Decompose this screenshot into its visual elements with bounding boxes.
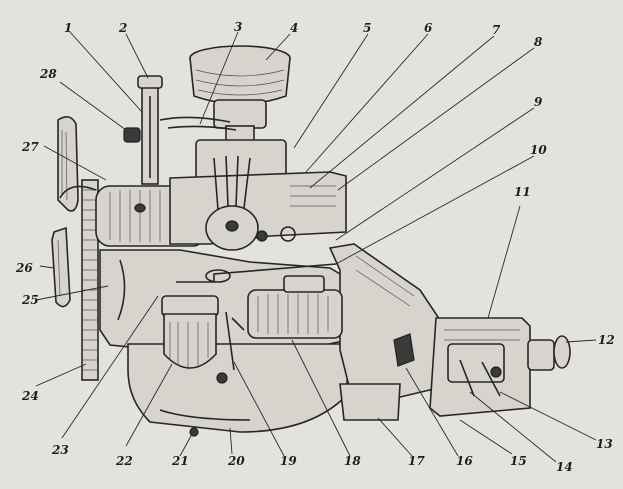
callout-12: 12 bbox=[598, 333, 615, 347]
linkage-rod-icon bbox=[176, 263, 337, 283]
air-cleaner-icon bbox=[189, 45, 291, 143]
callout-22: 22 bbox=[115, 454, 133, 468]
callout-8: 8 bbox=[534, 35, 543, 49]
radiator-core-icon bbox=[81, 179, 99, 381]
callout-25: 25 bbox=[21, 293, 39, 307]
fan-icon bbox=[51, 116, 79, 308]
callout-labels: 1 2 3 4 5 6 7 8 9 10 11 12 13 14 15 16 1… bbox=[15, 20, 615, 474]
callout-5: 5 bbox=[363, 21, 371, 35]
callout-3: 3 bbox=[234, 20, 242, 34]
callout-14: 14 bbox=[556, 460, 573, 474]
callout-20: 20 bbox=[227, 454, 245, 468]
oil-filter-icon bbox=[161, 295, 219, 370]
callout-18: 18 bbox=[344, 454, 361, 468]
callout-24: 24 bbox=[21, 389, 39, 403]
oil-filler-pipe-icon bbox=[137, 75, 163, 185]
leader-lines bbox=[35, 31, 597, 463]
flywheel-housing-icon bbox=[339, 383, 401, 421]
callout-1: 1 bbox=[64, 21, 72, 35]
callout-9: 9 bbox=[534, 95, 543, 109]
output-flange-icon bbox=[527, 335, 571, 371]
callout-16: 16 bbox=[456, 454, 473, 468]
callout-23: 23 bbox=[51, 443, 69, 457]
starter-motor-icon bbox=[247, 275, 343, 339]
callout-13: 13 bbox=[596, 437, 613, 451]
clutch-housing-icon bbox=[328, 243, 441, 399]
callout-27: 27 bbox=[21, 140, 39, 154]
callout-10: 10 bbox=[530, 143, 547, 157]
breather-icon bbox=[123, 127, 141, 143]
callout-11: 11 bbox=[514, 185, 531, 199]
callout-21: 21 bbox=[171, 454, 189, 468]
dipstick-icon bbox=[216, 311, 245, 384]
callout-7: 7 bbox=[492, 23, 501, 37]
callout-26: 26 bbox=[15, 261, 33, 275]
callout-4: 4 bbox=[290, 21, 298, 35]
callout-2: 2 bbox=[118, 21, 127, 35]
callout-17: 17 bbox=[408, 454, 425, 468]
distributor-icon bbox=[205, 155, 296, 251]
callout-6: 6 bbox=[424, 21, 433, 35]
gearbox-icon bbox=[429, 317, 531, 417]
carburetor-icon bbox=[159, 116, 287, 181]
callout-15: 15 bbox=[510, 454, 527, 468]
callout-28: 28 bbox=[39, 67, 57, 81]
callout-19: 19 bbox=[280, 454, 297, 468]
